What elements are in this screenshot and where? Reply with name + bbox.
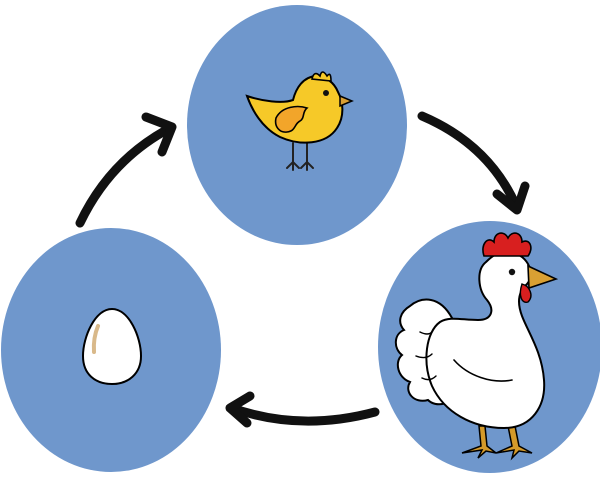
arrow-hen-to-egg xyxy=(225,391,380,428)
arrow-egg-to-chick xyxy=(75,112,177,228)
chick-icon xyxy=(245,71,354,171)
arrow-chick-to-hen xyxy=(417,111,530,215)
hen-icon xyxy=(394,232,559,461)
egg-icon xyxy=(81,307,143,386)
